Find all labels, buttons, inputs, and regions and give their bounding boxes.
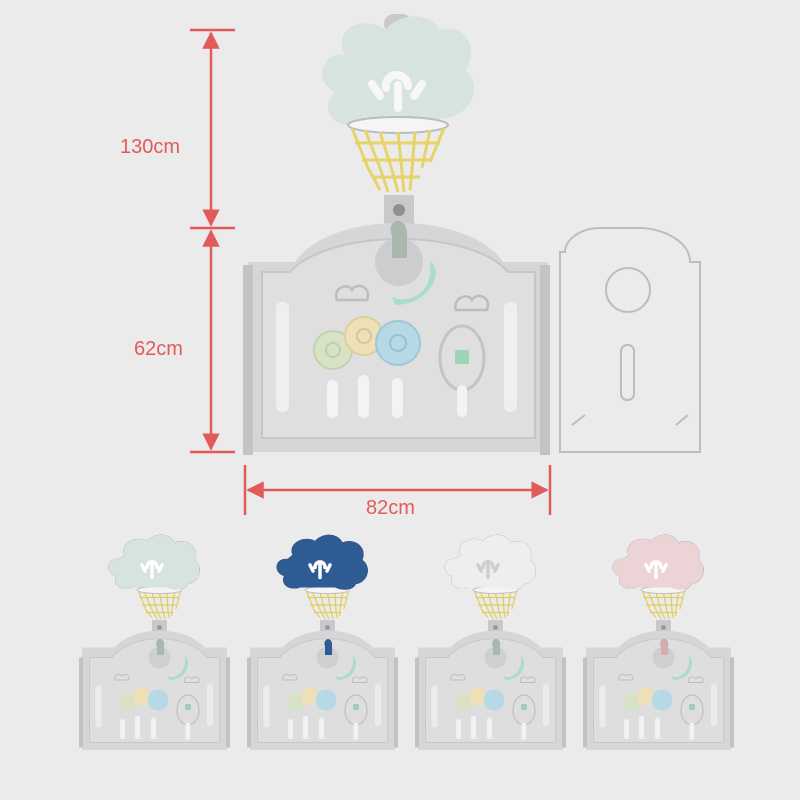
- cloud-decoration-left: [334, 284, 370, 302]
- main-panel-body: [243, 220, 550, 455]
- adjoining-panel-outline: [559, 227, 701, 453]
- cloud-decoration-right: [454, 294, 490, 312]
- variant-navy: [245, 533, 400, 750]
- moon-decoration: [392, 262, 436, 305]
- dimension-lines: [190, 28, 552, 515]
- height-total-label: 130cm: [120, 136, 181, 158]
- flower-toys: [313, 316, 421, 370]
- height-panel-label: 62cm: [134, 338, 183, 360]
- variant-white: [413, 533, 568, 750]
- width-panel-label: 82cm: [366, 497, 415, 519]
- color-variants: [77, 533, 736, 750]
- main-playpen-panel: [190, 14, 701, 515]
- variant-pink: [581, 533, 736, 750]
- basketball-hoop: [321, 14, 475, 235]
- hoop-net: [350, 127, 446, 193]
- variant-green: [77, 533, 232, 750]
